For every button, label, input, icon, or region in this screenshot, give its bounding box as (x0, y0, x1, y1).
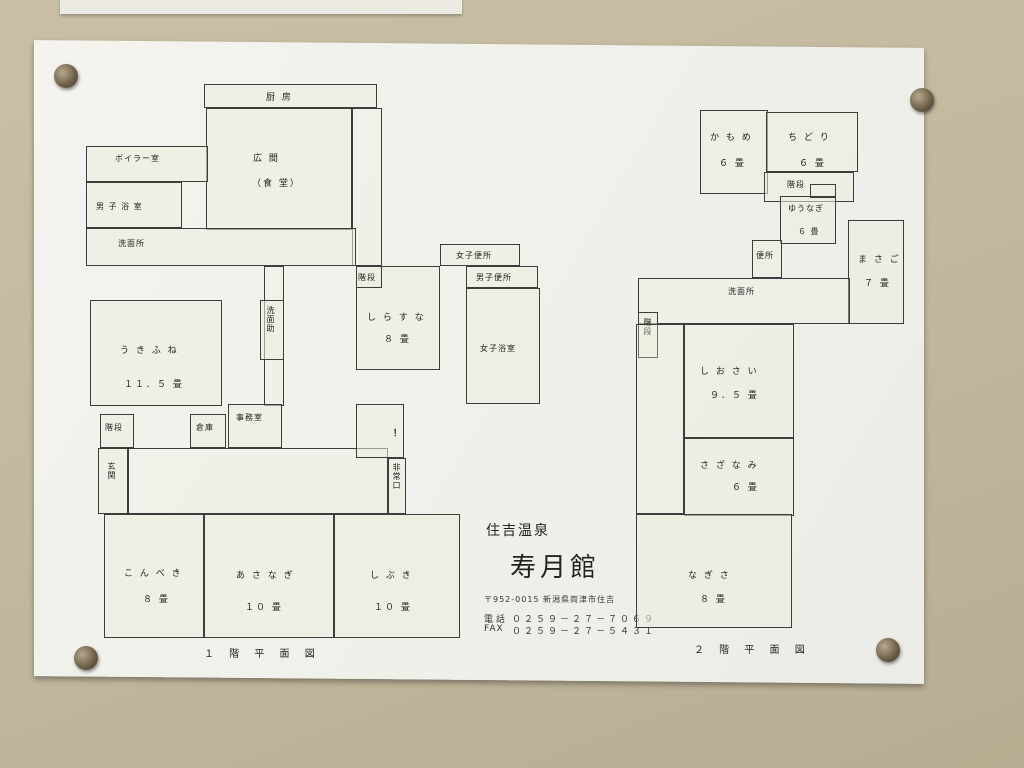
label-chidori-size: ６ 畳 (799, 159, 826, 169)
room-washroom-2f (638, 278, 850, 324)
room-office (228, 404, 282, 448)
fax-number: ０２５９－２７－５４３１ (512, 627, 657, 637)
label-kamome-size: ６ 畳 (719, 159, 746, 169)
label-masago: ま さ ご (858, 255, 901, 265)
room-washroom-1f (86, 228, 356, 266)
label-shiosai: し お さ い (700, 367, 759, 377)
label-hall-sub: （食 堂） (252, 179, 301, 189)
label-women-toilet: 女子便所 (456, 251, 492, 260)
room-kamome (700, 110, 768, 194)
label-stairs-2f-top: 階段 (787, 180, 805, 189)
tel-label: 電話 (484, 615, 509, 625)
corridor-2f-left (636, 324, 684, 514)
label-sazanami: さ ざ な み (700, 461, 759, 471)
room-stairs-left (100, 414, 134, 448)
inn-subtitle: 住吉温泉 (486, 523, 550, 539)
inn-name: 寿月館 (510, 553, 601, 583)
room-women-bath (466, 288, 540, 404)
room-sazanami (684, 438, 794, 516)
room-entrance (98, 448, 128, 514)
pushpin-top-right (910, 88, 934, 112)
room-shiosai (684, 324, 794, 438)
room-men-toilet (466, 266, 538, 288)
room-boiler (86, 146, 208, 182)
room-hall (206, 108, 352, 230)
room-men-bath (86, 182, 182, 228)
label-yuunagi: ゆうなぎ (788, 204, 824, 213)
room-kitchen (204, 84, 377, 108)
room-ukifune (90, 300, 222, 406)
label-nagisa: な ぎ さ (688, 571, 731, 581)
label-women-bath: 女子浴室 (480, 344, 516, 353)
label-nagisa-size: ８ 畳 (700, 595, 727, 605)
room-nagisa (636, 514, 792, 628)
label-washroom-1f: 洗面所 (118, 239, 145, 248)
room-chidori (766, 112, 858, 172)
fax-label: FAX (484, 624, 504, 634)
label-ukifune-size: １１．５ 畳 (124, 380, 184, 390)
label-washroom-2f: 洗面所 (728, 287, 755, 296)
room-stairs-mid (356, 266, 382, 288)
floor2-caption: ２ 階 平 面 図 (694, 645, 811, 656)
room-masago (848, 220, 904, 324)
room-toilet-2f (752, 240, 782, 278)
overlapping-paper (60, 0, 462, 14)
label-yuunagi-size: ６ 畳 (798, 227, 820, 236)
room-emergency-exit (388, 458, 406, 514)
label-emergency-exit: 非常口 (392, 463, 401, 490)
pushpin-bottom-right (876, 638, 900, 662)
label-sazanami-size: ６ 畳 (732, 483, 759, 493)
label-ukifune: う き ふ ね (120, 346, 179, 356)
tel-number: ０２５９－２７－７０６９ (512, 615, 657, 625)
label-stairs-mid: 階段 (358, 273, 376, 282)
label-toilet-2f: 便所 (756, 251, 774, 260)
label-boiler: ボイラー室 (115, 154, 160, 163)
label-konbeki-size: ８ 畳 (143, 595, 170, 605)
room-yuunagi (780, 196, 836, 244)
room-asanagi (204, 514, 334, 638)
label-office: 事務室 (236, 413, 263, 422)
label-konbeki: こ ん べ き (124, 569, 183, 579)
room-shirasuna (356, 266, 440, 370)
room-small-closet (356, 404, 404, 458)
label-chidori: ち ど り (788, 133, 831, 143)
label-asanagi-size: １０ 畳 (245, 603, 283, 613)
pushpin-top-left (54, 64, 78, 88)
label-stairs-2f-left: 階段 (643, 318, 652, 336)
label-shiosai-size: ９．５ 畳 (710, 391, 759, 401)
label-stairs-left: 階段 (105, 423, 123, 432)
label-shibuki-size: １０ 畳 (374, 603, 412, 613)
label-men-bath: 男 子 浴 室 (96, 202, 143, 211)
pushpin-bottom-left (74, 646, 98, 670)
inn-address: 〒952-0015 新潟県両津市住吉 (484, 595, 616, 604)
label-storage: 倉庫 (196, 423, 214, 432)
label-shibuki: し ぶ き (370, 571, 413, 581)
room-konbeki (104, 514, 204, 638)
label-men-toilet: 男子便所 (476, 273, 512, 282)
exclamation-mark: ！ (393, 429, 403, 439)
label-kitchen: 厨 房 (266, 93, 293, 103)
room-storage (190, 414, 226, 448)
yuunagi-notch (810, 184, 836, 198)
label-washroom-vertical: 洗面助 (266, 306, 275, 333)
room-stairs-2f-left (638, 312, 658, 358)
label-masago-size: ７ 畳 (864, 279, 891, 289)
corridor-hall-right (352, 108, 382, 266)
label-kamome: か も め (710, 133, 753, 143)
label-entrance: 玄関 (107, 462, 116, 480)
room-women-toilet (440, 244, 520, 266)
room-shibuki (334, 514, 460, 638)
label-shirasuna-size: ８ 畳 (384, 335, 411, 345)
label-asanagi: あ さ な ぎ (236, 571, 295, 581)
floor1-caption: １ 階 平 面 図 (204, 649, 321, 660)
label-shirasuna: し ら す な (367, 313, 426, 323)
corridor-bottom (128, 448, 388, 514)
label-hall: 広 間 (253, 154, 280, 164)
room-washroom-vertical (260, 300, 284, 360)
